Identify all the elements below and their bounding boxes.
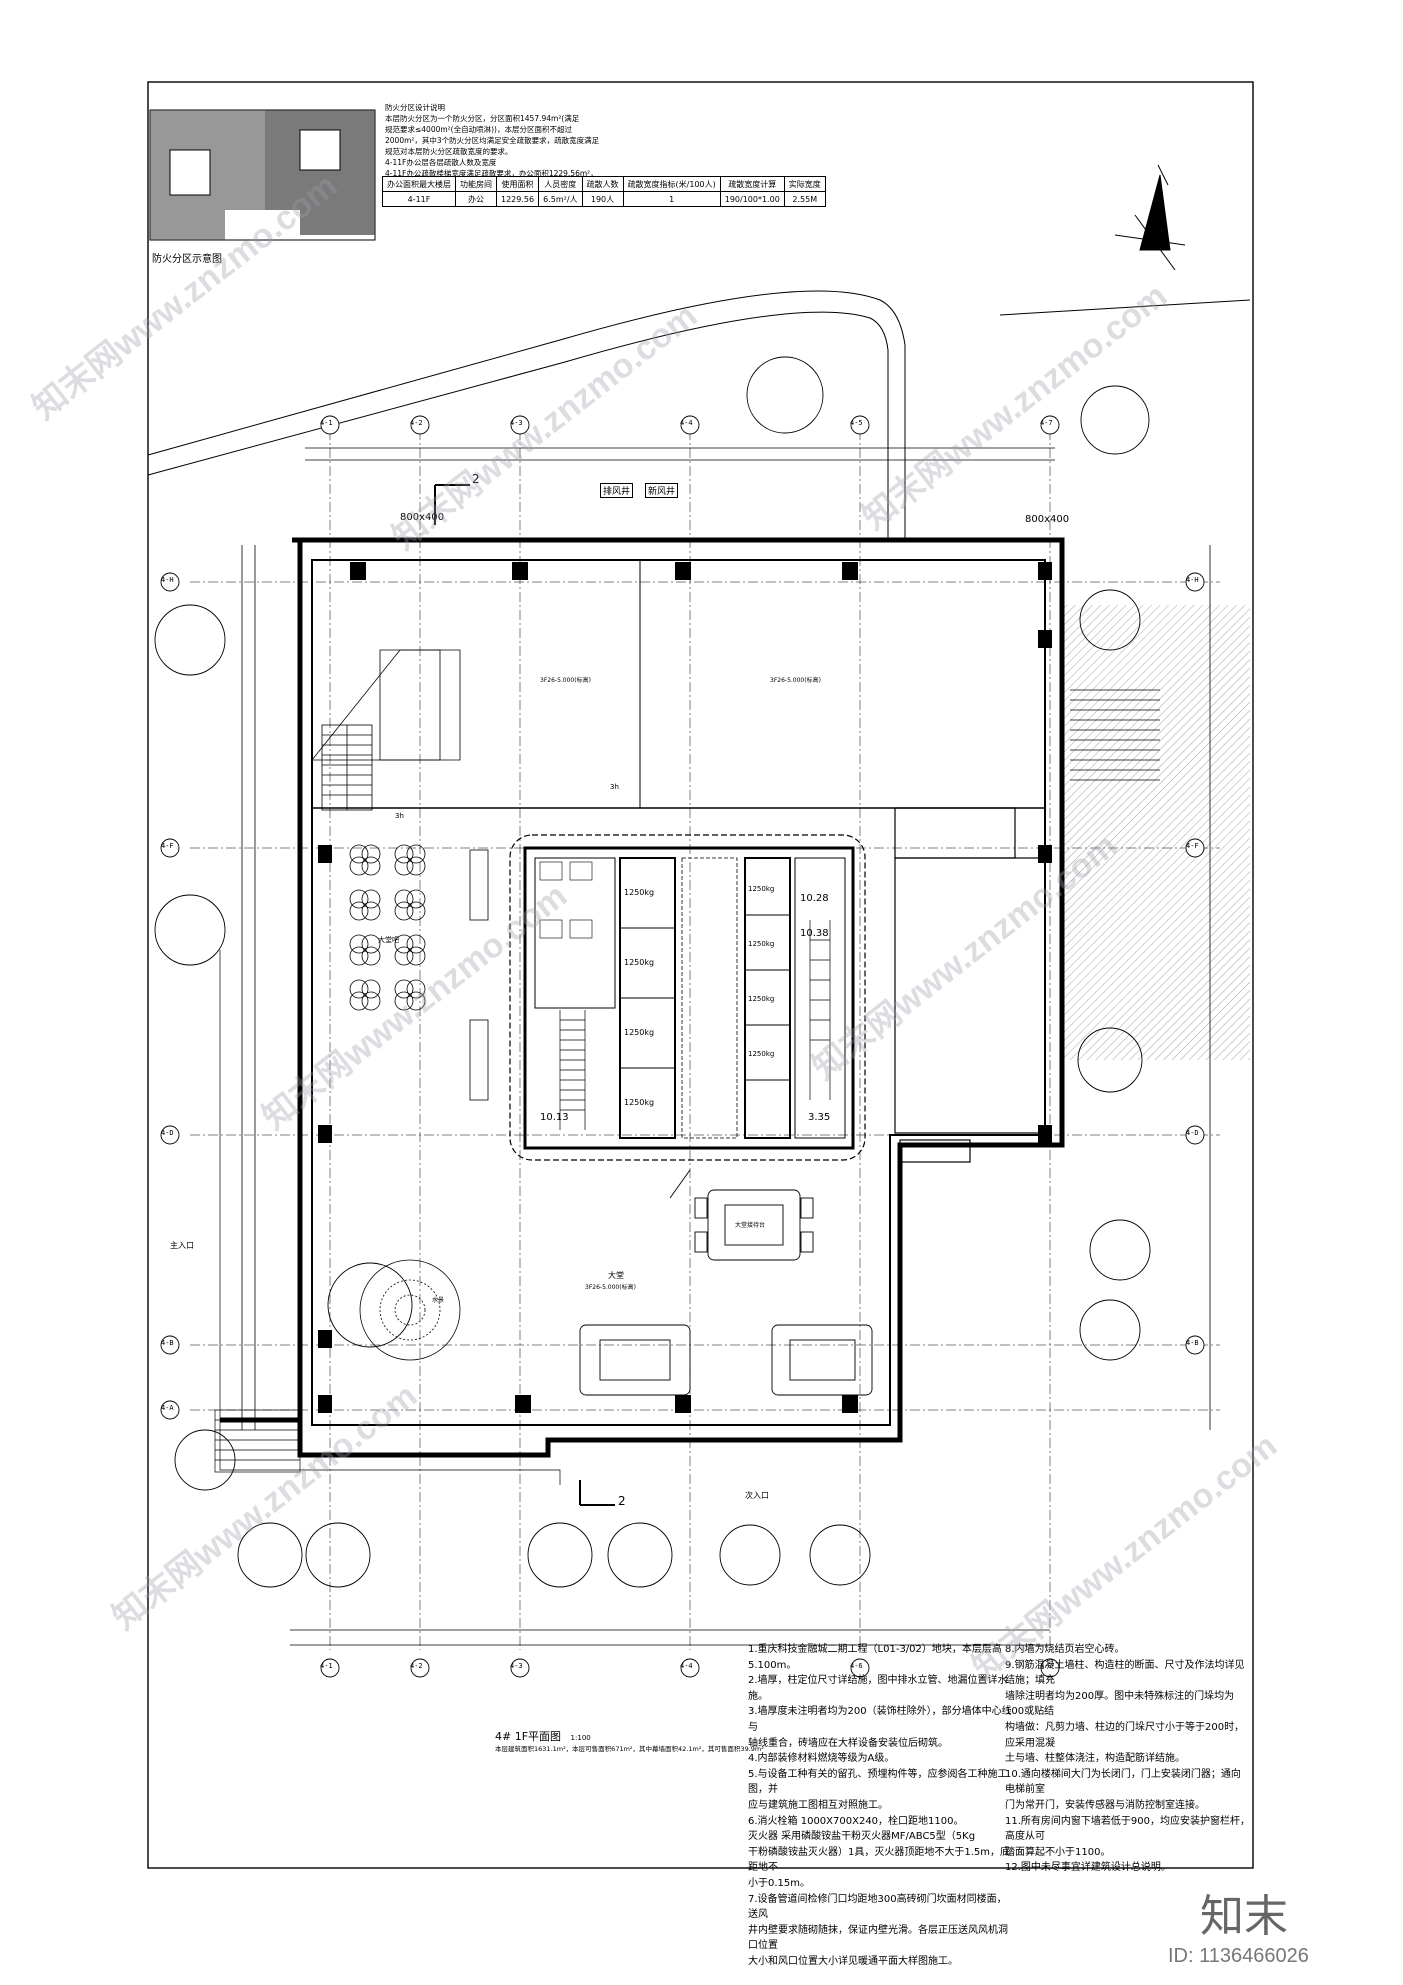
axis-label: 4-7 bbox=[1040, 1662, 1053, 1670]
core-number: 10.28 bbox=[800, 893, 829, 904]
section-mark: 2 bbox=[618, 1494, 626, 1508]
plan-title: 4# 1F平面图 1:100 bbox=[495, 1730, 591, 1743]
elevator-label: 1250kg bbox=[748, 885, 775, 893]
row-label: 4-D bbox=[1186, 1129, 1199, 1137]
elevator-label: 1250kg bbox=[624, 1028, 655, 1037]
row-label: 4-H bbox=[1186, 576, 1199, 584]
notes-right: 8.内墙为烧结页岩空心砖。 9.钢筋混凝土墙柱、构造柱的断面、尺寸及作法均详见结… bbox=[1005, 1644, 1250, 1874]
columns bbox=[318, 562, 1052, 1413]
lounge-furniture bbox=[349, 844, 489, 1101]
axis-label: 4-6 bbox=[850, 1662, 863, 1670]
neighbor-stairs bbox=[1070, 689, 1160, 781]
brand-logo: 知末 bbox=[1200, 1891, 1288, 1942]
lobby-furniture bbox=[579, 1169, 873, 1396]
front-desk-label: 大堂接待台 bbox=[735, 1222, 766, 1229]
fountain-label: 水景 bbox=[432, 1297, 445, 1304]
tag-duct: 800x400 bbox=[1025, 514, 1070, 525]
entrance-label: 主入口 bbox=[170, 1241, 194, 1250]
dimension-lines bbox=[241, 447, 1211, 1646]
elevator-label: 1250kg bbox=[624, 1098, 655, 1107]
fire-evacuation-table: 办公面积最大楼层 功能房间 使用面积 人员密度 疏散人数 疏散宽度指标(米/10… bbox=[382, 176, 826, 207]
fire-zone-caption: 防火分区示意图 bbox=[152, 254, 222, 265]
row-label: 4-H bbox=[161, 576, 174, 584]
neighbor-hatch bbox=[1060, 605, 1250, 1060]
row-label: 4-F bbox=[161, 842, 174, 850]
tag-duct: 800x400 bbox=[400, 512, 445, 523]
entrance-label: 次入口 bbox=[745, 1491, 769, 1500]
axis-label: 4-3 bbox=[510, 419, 523, 427]
exhaust-label: 新风井 bbox=[645, 483, 679, 498]
axis-label: 4-7 bbox=[1040, 419, 1053, 427]
row-label: 4-B bbox=[161, 1339, 174, 1347]
fire-door-label: 3h bbox=[395, 812, 404, 820]
smoke-shaft-label: 排风井 bbox=[600, 483, 634, 498]
elevator-label: 1250kg bbox=[748, 995, 775, 1003]
row-label: 4-D bbox=[161, 1129, 174, 1137]
center-hall-label: 3F26-5.000(标高) bbox=[540, 677, 591, 684]
elevator-label: 1250kg bbox=[624, 958, 655, 967]
core-number: 10.38 bbox=[800, 928, 829, 939]
axis-label: 4-2 bbox=[410, 1662, 423, 1670]
lounge-label: 大堂吧 bbox=[378, 936, 399, 944]
core-number: 3.35 bbox=[808, 1112, 831, 1123]
sheet-frame bbox=[147, 81, 1254, 1869]
axis-label: 4-2 bbox=[410, 419, 423, 427]
left-stair bbox=[321, 724, 373, 811]
axis-label: 4-4 bbox=[680, 1662, 693, 1670]
entry-steps bbox=[214, 950, 561, 1485]
axis-grid bbox=[190, 430, 1220, 1650]
section-cut bbox=[434, 484, 615, 1506]
table-row: 4-11F 办公 1229.56 6.5m²/人 190人 1 190/100*… bbox=[382, 191, 826, 207]
north-arrow bbox=[1114, 164, 1186, 271]
axis-bubbles bbox=[160, 415, 1205, 1678]
road-curve bbox=[147, 290, 1251, 540]
table-header-row: 办公面积最大楼层 功能房间 使用面积 人员密度 疏散人数 疏散宽度指标(米/10… bbox=[382, 176, 826, 192]
center-hall-label: 3F26-5.000(标高) bbox=[770, 677, 821, 684]
fire-zone-diagram bbox=[149, 109, 376, 241]
axis-label: 4-1 bbox=[320, 419, 333, 427]
right-rooms bbox=[894, 807, 1046, 1163]
fire-zone-desc: 防火分区设计说明 本层防火分区为一个防火分区，分区面积1457.94m²(满足 … bbox=[385, 103, 600, 178]
axis-label: 4-1 bbox=[320, 1662, 333, 1670]
lobby-label: 大堂 bbox=[608, 1271, 624, 1280]
row-label: 4-B bbox=[1186, 1339, 1199, 1347]
axis-label: 4-3 bbox=[510, 1662, 523, 1670]
elevator-label: 1250kg bbox=[624, 888, 655, 897]
fire-door-label: 3h bbox=[610, 783, 619, 791]
row-label: 4-A bbox=[161, 1404, 174, 1412]
id-label: ID: 1136466026 bbox=[1168, 1945, 1309, 1967]
axis-label: 4-4 bbox=[680, 419, 693, 427]
row-label: 4-F bbox=[1186, 842, 1199, 850]
section-mark: 2 bbox=[472, 472, 480, 486]
area-line: 本层建筑面积1631.1m²，本层可售面积671m²，其中幕墙面积42.1m²，… bbox=[495, 1745, 764, 1753]
elevator-label: 1250kg bbox=[748, 940, 775, 948]
building-core bbox=[509, 834, 866, 1161]
axis-label: 4-5 bbox=[850, 419, 863, 427]
notes-left: 1.重庆科技金融城二期工程（L01-3/02）地块，本层层高 5.100m。 2… bbox=[748, 1644, 1012, 1967]
lobby-floor-label: 3F26-5.000(标高) bbox=[585, 1284, 636, 1291]
fountain bbox=[359, 1259, 461, 1361]
elevator-label: 1250kg bbox=[748, 1050, 775, 1058]
core-number: 10.13 bbox=[540, 1112, 569, 1123]
